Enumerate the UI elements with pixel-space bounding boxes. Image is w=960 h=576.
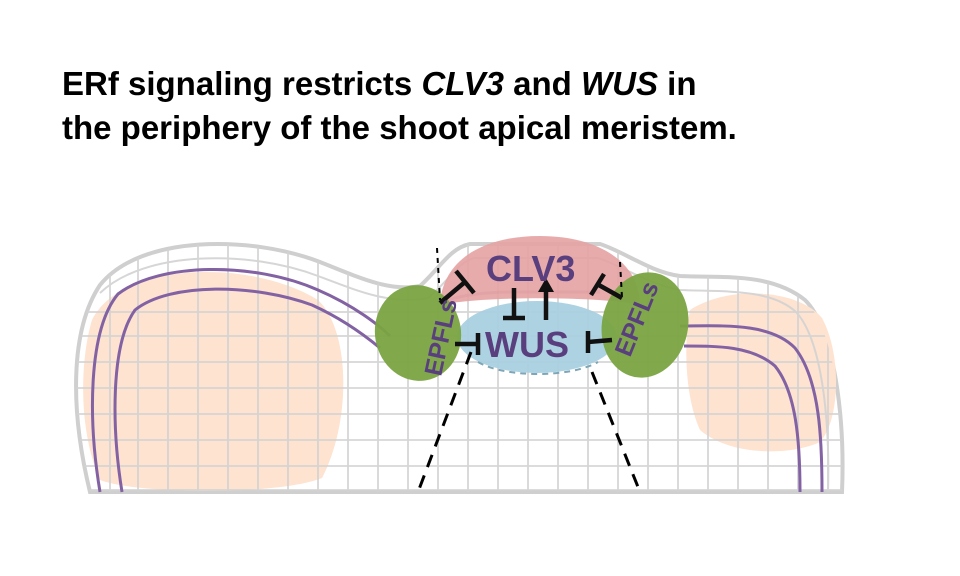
title-text-4: the periphery of the shoot apical merist…	[62, 109, 737, 146]
title-gene-clv3: CLV3	[421, 65, 504, 102]
slide-title: ERf signaling restricts CLV3 and WUS in t…	[62, 62, 862, 150]
regulation-arrows	[438, 269, 624, 355]
dashed-boundary-lines	[416, 247, 642, 493]
inhibition-epfl-right-to-clv3	[595, 282, 624, 300]
wus-zone-dashed-edge	[477, 361, 599, 375]
clv3-zone	[440, 236, 640, 305]
epfl-zone-left	[374, 285, 462, 381]
title-gene-wus: WUS	[581, 65, 658, 102]
wus-label: WUS	[485, 324, 569, 365]
wus-zone	[457, 301, 617, 373]
clv3-label: CLV3	[486, 248, 575, 289]
left-peripheral-zone	[83, 271, 344, 492]
title-text-1: ERf signaling restricts	[62, 65, 422, 102]
activation-arrowhead	[538, 278, 554, 292]
epfl-zone-right	[601, 272, 689, 378]
title-text-3: in	[658, 65, 697, 102]
inhibition-epfl-left-to-clv3	[438, 280, 467, 305]
title-text-2: and	[503, 65, 581, 102]
inhibition-epfl-right-to-wus	[587, 337, 613, 345]
